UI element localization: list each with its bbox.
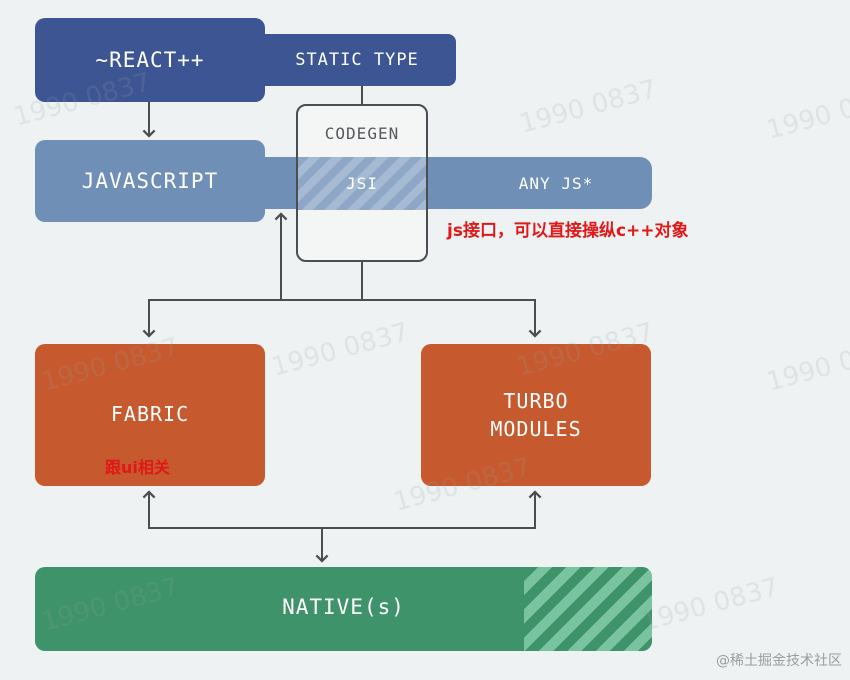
turbo-modules-box: TURBO MODULES xyxy=(421,344,651,486)
fabric-label: FABRIC xyxy=(110,402,190,426)
turbo-label-line1: TURBO xyxy=(503,389,569,413)
native-box: NATIVE(s) xyxy=(35,567,652,651)
fabric-annotation: 跟ui相关 xyxy=(105,458,170,477)
codegen-box: CODEGEN JSI xyxy=(296,104,428,262)
any-js-label: ANY JS* xyxy=(518,173,594,193)
react-label: ~REACT++ xyxy=(95,48,205,72)
static-type-box: STATIC TYPE xyxy=(258,34,456,86)
codegen-label: CODEGEN xyxy=(324,124,400,143)
native-label: NATIVE(s) xyxy=(282,595,405,619)
native-hatch xyxy=(524,567,652,651)
static-type-label: STATIC TYPE xyxy=(295,50,419,70)
branch-line-bottom xyxy=(142,490,542,529)
jsi-hatch-strip xyxy=(298,157,426,210)
turbo-label-line2: MODULES xyxy=(490,417,582,441)
react-box: ~REACT++ xyxy=(35,18,265,102)
jsi-label: JSI xyxy=(346,174,378,193)
javascript-box: JAVASCRIPT xyxy=(35,140,265,222)
source-credit: @稀土掘金技术社区 xyxy=(716,653,842,669)
branch-line-top xyxy=(142,299,542,338)
jsi-annotation: js接口，可以直接操纵c++对象 xyxy=(447,221,689,241)
javascript-label: JAVASCRIPT xyxy=(81,169,219,193)
fabric-box: FABRIC xyxy=(35,344,265,486)
